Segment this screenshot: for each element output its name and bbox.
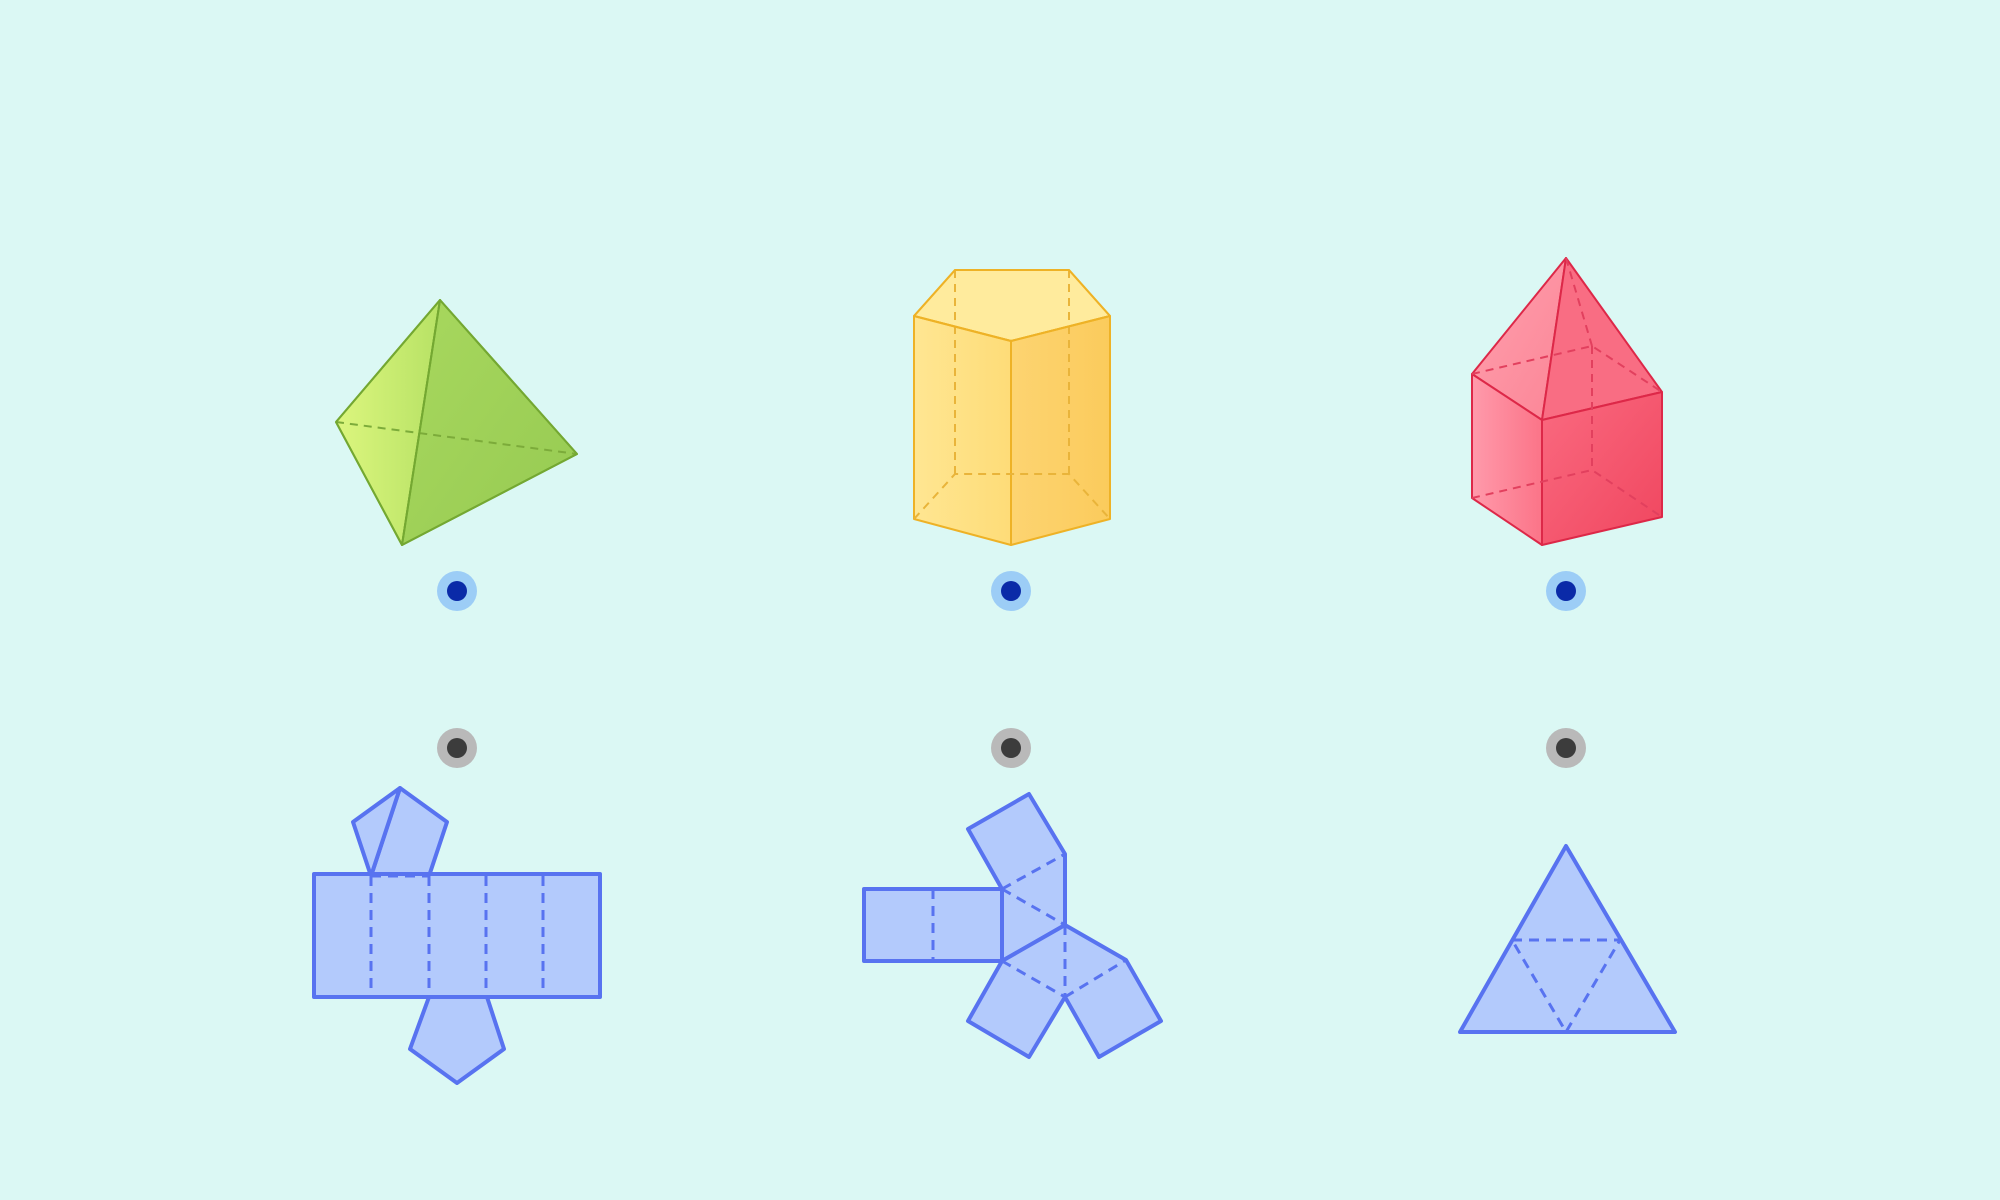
bottom-node-3[interactable] [1546,728,1586,768]
tetrahedron-net-square-icon [862,792,1163,1059]
tetrahedron-icon [335,299,578,546]
tetrahedron-net-icon [1458,844,1677,1034]
bottom-node-1[interactable] [437,728,477,768]
pyramid-on-cube-icon [1471,257,1663,546]
top-node-1[interactable] [437,571,477,611]
top-node-2[interactable] [991,571,1031,611]
pentagonal-prism-net-icon [312,786,602,1085]
pentagonal-prism-icon [913,269,1111,546]
bottom-node-2[interactable] [991,728,1031,768]
top-node-3[interactable] [1546,571,1586,611]
